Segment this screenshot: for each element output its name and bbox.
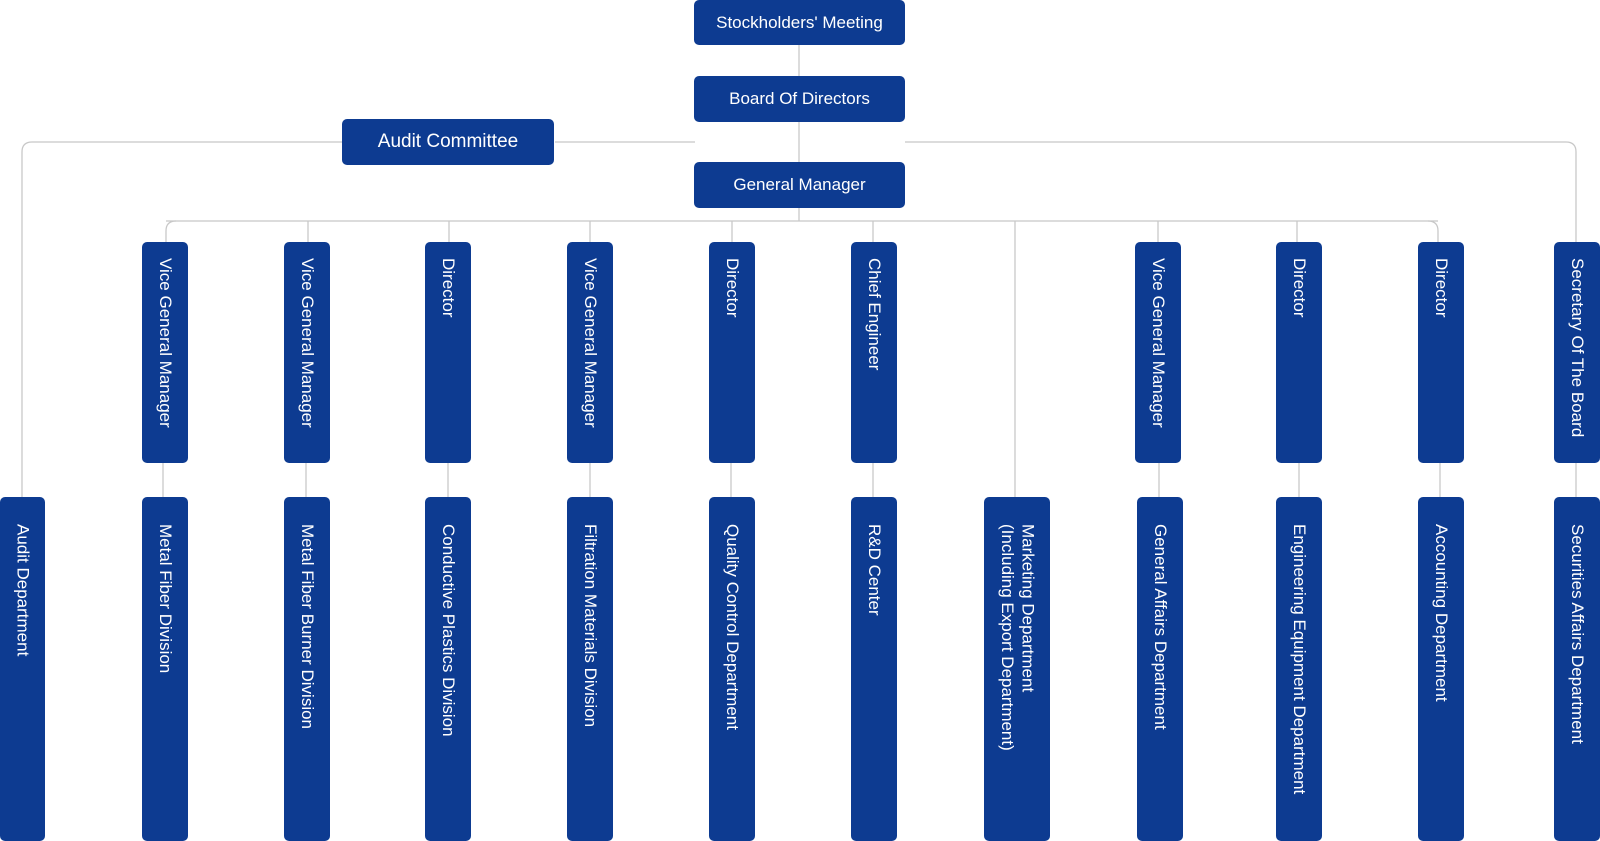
department-box[interactable]: Securities Affairs Department — [1554, 497, 1600, 841]
department-box[interactable]: Audit Department — [0, 497, 45, 841]
connector-bus-left-corner — [165, 220, 177, 242]
board-of-directors-box[interactable]: Board Of Directors — [694, 76, 905, 122]
manager-box[interactable]: Vice General Manager — [1135, 242, 1181, 463]
manager-box[interactable]: Director — [425, 242, 471, 463]
department-box[interactable]: Conductive Plastics Division — [425, 497, 471, 841]
department-box[interactable]: R&D Center — [851, 497, 897, 841]
department-box[interactable]: Quality Control Department — [709, 497, 755, 841]
department-box[interactable]: Accounting Department — [1418, 497, 1464, 841]
audit-committee-box[interactable]: Audit Committee — [342, 119, 554, 165]
manager-box[interactable]: Vice General Manager — [142, 242, 188, 463]
manager-box[interactable]: Vice General Manager — [284, 242, 330, 463]
manager-box[interactable]: Vice General Manager — [567, 242, 613, 463]
manager-box[interactable]: Chief Engineer — [851, 242, 897, 463]
department-box[interactable]: Metal Fiber Burner Division — [284, 497, 330, 841]
connector-secretary — [905, 141, 1577, 242]
secretary-of-the-board-box[interactable]: Secretary Of The Board — [1554, 242, 1600, 463]
manager-box[interactable]: Director — [1276, 242, 1322, 463]
department-box[interactable]: General Affairs Department — [1137, 497, 1183, 841]
general-manager-box[interactable]: General Manager — [694, 162, 905, 208]
manager-box[interactable]: Director — [709, 242, 755, 463]
stockholders-meeting-box[interactable]: Stockholders' Meeting — [694, 0, 905, 45]
manager-box[interactable]: Director — [1418, 242, 1464, 463]
department-box[interactable]: Marketing Department (Including Export D… — [984, 497, 1050, 841]
department-box[interactable]: Engineering Equipment Department — [1276, 497, 1322, 841]
connector-audit-department — [21, 141, 342, 497]
department-box[interactable]: Metal Fiber Division — [142, 497, 188, 841]
department-box[interactable]: Filtration Materials Division — [567, 497, 613, 841]
connector-bus-right-corner — [1427, 220, 1439, 242]
